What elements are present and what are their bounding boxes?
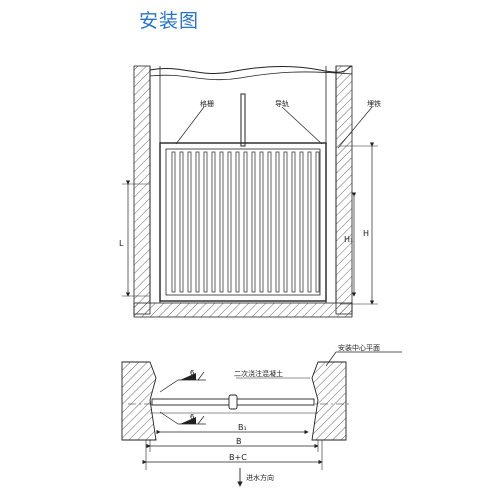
left-pier <box>121 361 157 441</box>
grating-label: 格栅 <box>200 99 214 108</box>
guide-rail-label: 导轨 <box>275 99 289 108</box>
secondary-concrete-label: 二次浇注混凝土 <box>234 369 283 378</box>
elevation-view: 格栅 导轨 埋铁 L H₁ H <box>119 65 381 318</box>
right-wall <box>335 65 353 315</box>
weld-bottom-label: 6 <box>190 413 195 421</box>
flow-direction-label: 进水方向 <box>246 473 274 482</box>
grating-bar <box>171 151 176 293</box>
grating-bar <box>243 151 248 293</box>
plan-center-hub <box>228 394 238 410</box>
grating-bars <box>171 151 320 293</box>
center-plane-label: 安装中心平面 <box>338 343 380 352</box>
grating-bar <box>187 151 192 293</box>
top-wavy-line-2 <box>149 71 353 81</box>
bottom-slab <box>133 302 353 318</box>
grating-bar <box>251 151 256 293</box>
grating-bar <box>267 151 272 293</box>
left-wall <box>133 65 151 315</box>
right-pier <box>311 361 347 441</box>
grating-inner-frame <box>165 148 321 296</box>
grating-bar <box>283 151 288 293</box>
grating-bar <box>211 151 216 293</box>
grating-bar <box>195 151 200 293</box>
dim-B1-label: B₁ <box>238 423 247 432</box>
lifting-rod <box>240 93 246 147</box>
embedded-iron-label: 埋铁 <box>367 99 381 108</box>
grating-bar <box>259 151 264 293</box>
dim-BC-label: B+C <box>229 453 247 462</box>
dim-H-label: H <box>363 229 369 238</box>
grating-bar <box>227 151 232 293</box>
dim-B-label: B <box>236 437 242 446</box>
weld-symbol-top <box>180 373 196 380</box>
grating-bar <box>315 151 320 293</box>
dim-H1-label: H₁ <box>344 235 353 244</box>
dim-L-label: L <box>119 239 124 248</box>
grating-bar <box>203 151 208 293</box>
weld-symbol-bottom <box>180 417 196 424</box>
plan-view: 安装中心平面 二次浇注混凝土 6 6 B₁ B B+C 进水方向 <box>121 343 402 487</box>
grating-bar <box>179 151 184 293</box>
weld-top-label: 6 <box>190 369 195 377</box>
grating-frame <box>159 142 327 302</box>
grating-bar <box>291 151 296 293</box>
grating-bar <box>219 151 224 293</box>
grating-bar <box>235 151 240 293</box>
page-title: 安装图 <box>139 10 200 32</box>
grating-bar <box>299 151 304 293</box>
grating-bar <box>307 151 312 293</box>
grating-bar <box>275 151 280 293</box>
